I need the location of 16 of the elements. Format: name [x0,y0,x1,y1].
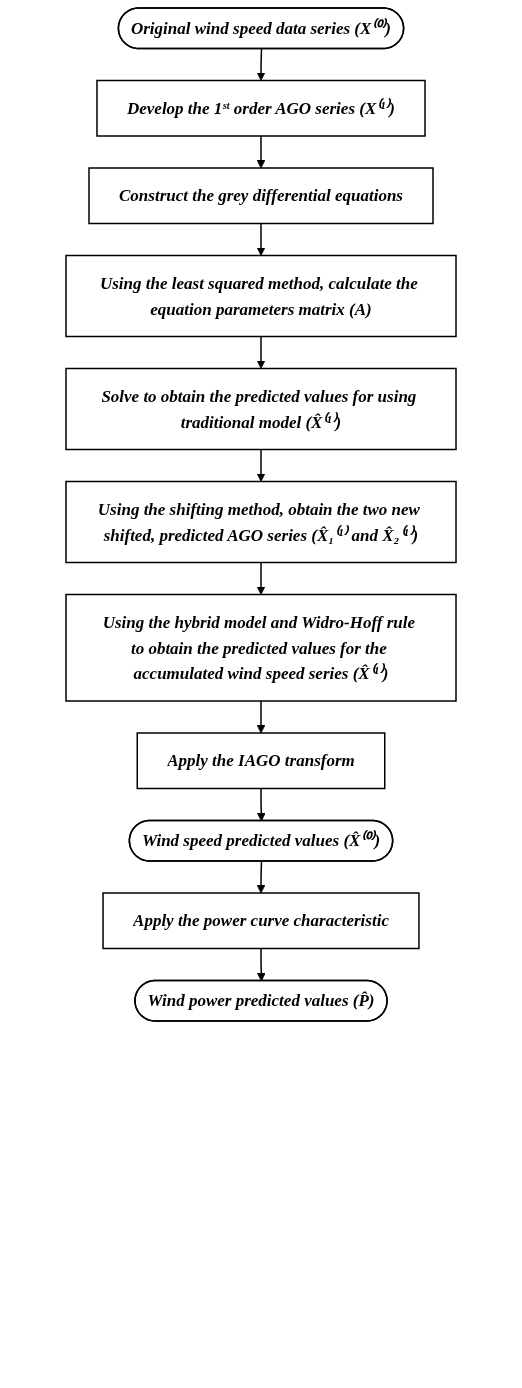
arrow [256,561,266,595]
arrow [256,947,266,982]
node-box: Solve to obtain the predicted values for using traditional model (X̂⁽¹⁾) [65,367,457,451]
node-box: Using the hybrid model and Widro-Hoff rule to obtain the predicted values for the accumulated wind speed series (X̂⁽¹⁾) [65,593,457,702]
arrow [256,48,266,81]
node-box: Using the shifting method, obtain the two new shifted, predicted AGO series (X̂₁⁽¹⁾ and X̂₂⁽¹⁾) [65,480,457,564]
node-box: Using the least squared method, calculate the equation parameters matrix (A) [65,254,457,338]
node-box: Develop the 1ˢᵗ order AGO series (X⁽¹⁾) [96,79,426,137]
arrow [256,700,266,734]
arrow [256,222,266,256]
arrow [256,335,266,369]
arrow [256,135,266,169]
arrow [256,448,266,482]
arrow [256,787,266,822]
arrow [256,860,266,894]
node-box: Construct the grey differential equations [88,167,434,225]
